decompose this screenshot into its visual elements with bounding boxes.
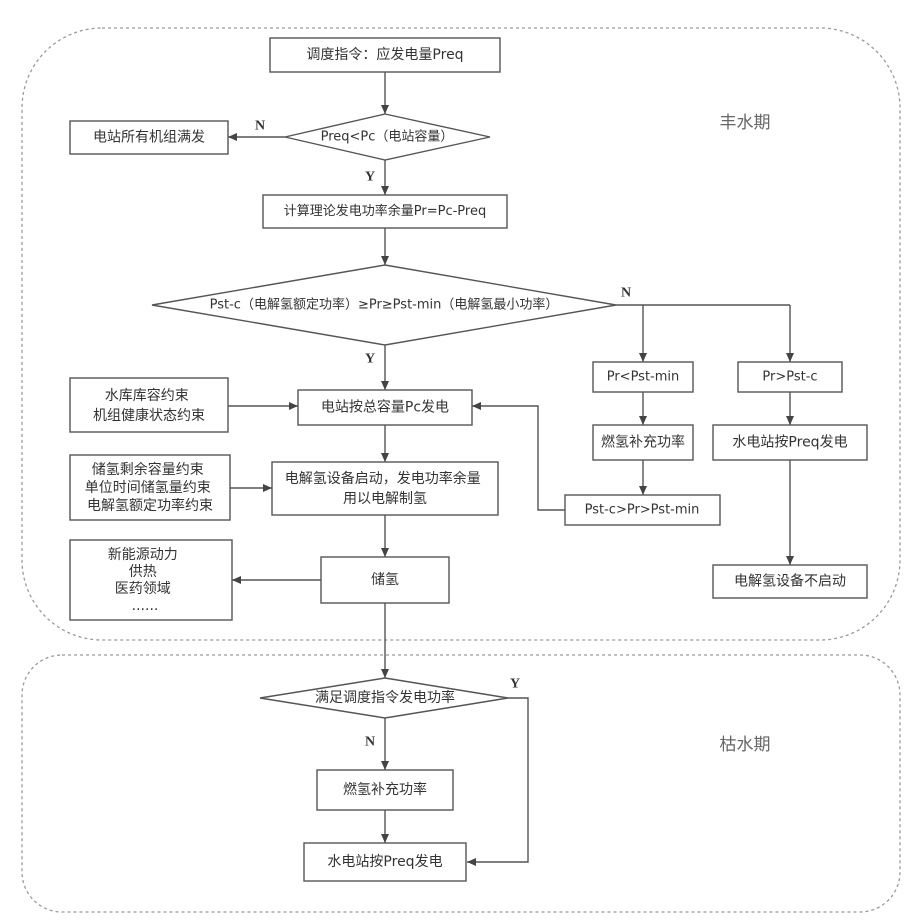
below-min-node: Pr<Pst-min [593,362,693,392]
meet-decision-text: 满足调度指令发电功率 [315,689,455,706]
dispatch-node: 调度指令：应发电量Preq [270,38,500,72]
above-rated-text: Pr>Pst-c [762,370,817,385]
generate-full-node: 电站按总容量Pc发电 [298,390,472,425]
wet-season-label: 丰水期 [720,113,771,133]
application-line: 供热 [129,564,157,580]
electrolysis-start-box [272,462,498,515]
capacity-decision-text: Preq<Pc（电站容量） [321,129,454,145]
storage-constraint-line: 储氢剩余容量约束 [92,461,204,478]
meet-decision-node: 满足调度指令发电功率 [260,678,508,718]
application-line: 新能源动力 [108,547,178,563]
generate-preq-dry-node: 水电站按Preq发电 [304,843,466,881]
hydrogen-supplement-dry-node: 燃氢补充功率 [317,770,453,810]
electrolysis-start-line: 用以电解制氢 [343,491,427,507]
storage-constraints-node: 储氢剩余容量约束 单位时间储氢量约束 电解氢额定功率约束 [70,455,230,520]
storage-constraint-line: 单位时间储氢量约束 [85,480,211,496]
range-yes-label: Y [365,352,375,367]
hydrogen-supplement-wet-node: 燃氢补充功率 [593,425,693,460]
all-units-node: 电站所有机组满发 [70,121,228,154]
feedback-range-text: Pst-c>Pr>Pst-min [585,503,700,518]
generate-preq-dry-text: 水电站按Preq发电 [327,854,442,870]
reservoir-constraint-line: 水库库容约束 [105,387,189,404]
arrow-meet-yes-to-final [467,698,528,862]
hydrogen-supplement-dry-text: 燃氢补充功率 [343,781,427,798]
generate-preq-wet-node: 水电站按Preq发电 [713,425,867,460]
storage-constraint-line: 电解氢额定功率约束 [87,497,213,514]
electrolysis-off-node: 电解氢设备不启动 [713,565,867,598]
electrolysis-start-line: 电解氢设备启动，发电功率余量 [285,470,481,487]
application-line: 医药领域 [115,581,171,597]
electrolysis-start-node: 电解氢设备启动，发电功率余量 用以电解制氢 [272,462,498,515]
capacity-decision-node: Preq<Pc（电站容量） [285,114,490,160]
below-min-text: Pr<Pst-min [607,370,680,385]
reservoir-constraint-line: 机组健康状态约束 [93,407,205,424]
storage-constraints-text: 储氢剩余容量约束 单位时间储氢量约束 电解氢额定功率约束 [85,461,215,514]
range-decision-text: Pst-c（电解氢额定功率）≥Pr≥Pst-min（电解氢最小功率） [210,297,559,313]
calc-margin-node: 计算理论发电功率余量Pr=Pc-Preq [263,195,507,228]
meet-no-label: N [365,735,375,750]
capacity-yes-label: Y [365,170,375,185]
applications-node: 新能源动力 供热 医药领域 ...... [70,540,232,620]
feedback-range-node: Pst-c>Pr>Pst-min [565,495,720,525]
reservoir-constraints-node: 水库库容约束 机组健康状态约束 [70,378,228,432]
calc-margin-text: 计算理论发电功率余量Pr=Pc-Preq [284,203,486,219]
hydrogen-supplement-wet-text: 燃氢补充功率 [601,434,685,451]
generate-preq-wet-text: 水电站按Preq发电 [732,435,847,451]
application-line: ...... [132,598,159,614]
dry-season-label: 枯水期 [720,735,771,755]
dispatch-text: 调度指令：应发电量Preq [306,46,463,63]
electrolysis-off-text: 电解氢设备不启动 [734,573,846,590]
range-no-label: N [621,286,631,301]
above-rated-node: Pr>Pst-c [738,362,842,392]
meet-yes-label: Y [510,677,520,692]
storage-text: 储氢 [371,572,399,588]
all-units-text: 电站所有机组满发 [93,130,205,146]
range-decision-node: Pst-c（电解氢额定功率）≥Pr≥Pst-min（电解氢最小功率） [152,265,616,345]
generate-full-text: 电站按总容量Pc发电 [321,399,449,416]
storage-node: 储氢 [321,557,449,603]
capacity-no-label: N [255,119,265,134]
